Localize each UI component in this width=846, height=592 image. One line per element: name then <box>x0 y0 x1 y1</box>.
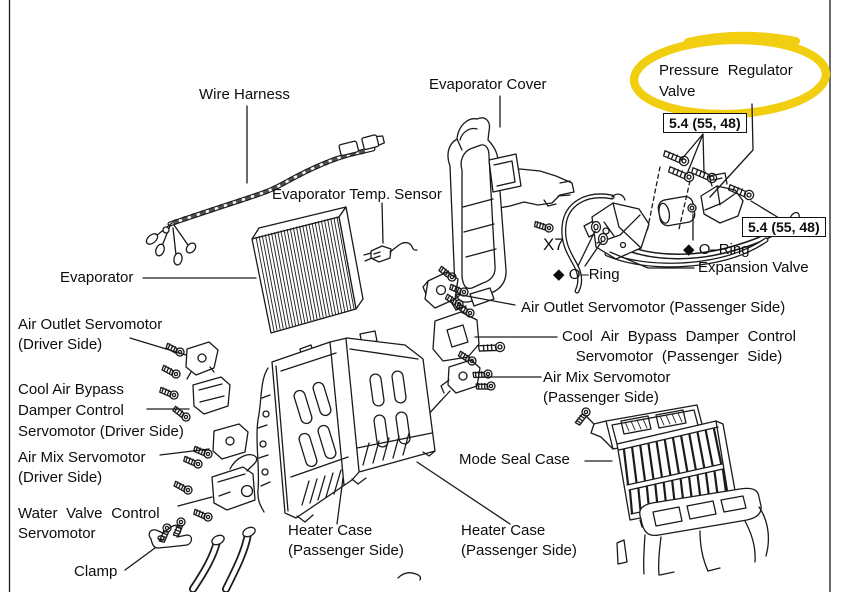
label-water-valve-servo: Water Valve Control Servomotor <box>18 505 160 542</box>
evaporator-drawing <box>251 206 364 334</box>
label-cool-air-bypass-passenger: Cool Air Bypass Damper Control Servomoto… <box>562 328 796 365</box>
evaporator-cover-drawing <box>447 117 575 311</box>
label-pressure-regulator-valve: Pressure Regulator Valve <box>659 62 793 100</box>
heater-case-drawing <box>256 330 436 523</box>
label-air-outlet-servo-passenger: Air Outlet Servomotor (Passenger Side) <box>521 299 786 316</box>
label-clamp: Clamp <box>74 563 118 580</box>
hoses-drawing <box>189 526 422 592</box>
label-evaporator-cover: Evaporator Cover <box>429 76 547 93</box>
label-o-ring-left: ◆ O–Ring <box>553 266 620 283</box>
evaporator-temp-sensor-drawing <box>363 241 418 263</box>
label-expansion-valve: Expansion Valve <box>698 259 809 276</box>
label-evaporator: Evaporator <box>60 269 134 286</box>
label-heater-case-right: Heater Case (Passenger Side) <box>461 522 577 559</box>
label-wire-harness: Wire Harness <box>199 86 290 103</box>
label-evaporator-temp-sensor: Evaporator Temp. Sensor <box>272 186 442 203</box>
label-screw-count: X7 <box>543 235 564 254</box>
label-cool-air-bypass-driver: Cool Air Bypass Damper Control Servomoto… <box>18 381 184 440</box>
clamp-drawing <box>148 516 193 549</box>
torque-spec-badge-top: 5.4 (55, 48) <box>663 113 747 133</box>
driver-servomotors-drawing <box>158 341 258 523</box>
label-o-ring-right: ◆ O–Ring <box>683 241 750 258</box>
label-air-mix-servo-driver: Air Mix Servomotor (Driver Side) <box>18 449 146 486</box>
wire-harness-drawing <box>145 134 385 266</box>
label-heater-case-left: Heater Case (Passenger Side) <box>288 522 404 559</box>
label-mode-seal-case: Mode Seal Case <box>459 451 570 468</box>
page-border-lines <box>8 0 831 592</box>
duct-drawing <box>616 487 770 576</box>
cover-screw-drawing <box>533 220 555 234</box>
torque-spec-badge-right: 5.4 (55, 48) <box>742 217 826 237</box>
label-air-outlet-servo-driver: Air Outlet Servomotor (Driver Side) <box>18 316 163 353</box>
passenger-servomotors-drawing <box>422 265 506 422</box>
label-air-mix-servo-passenger: Air Mix Servomotor (Passenger Side) <box>543 369 671 406</box>
leader-lines <box>124 95 780 571</box>
